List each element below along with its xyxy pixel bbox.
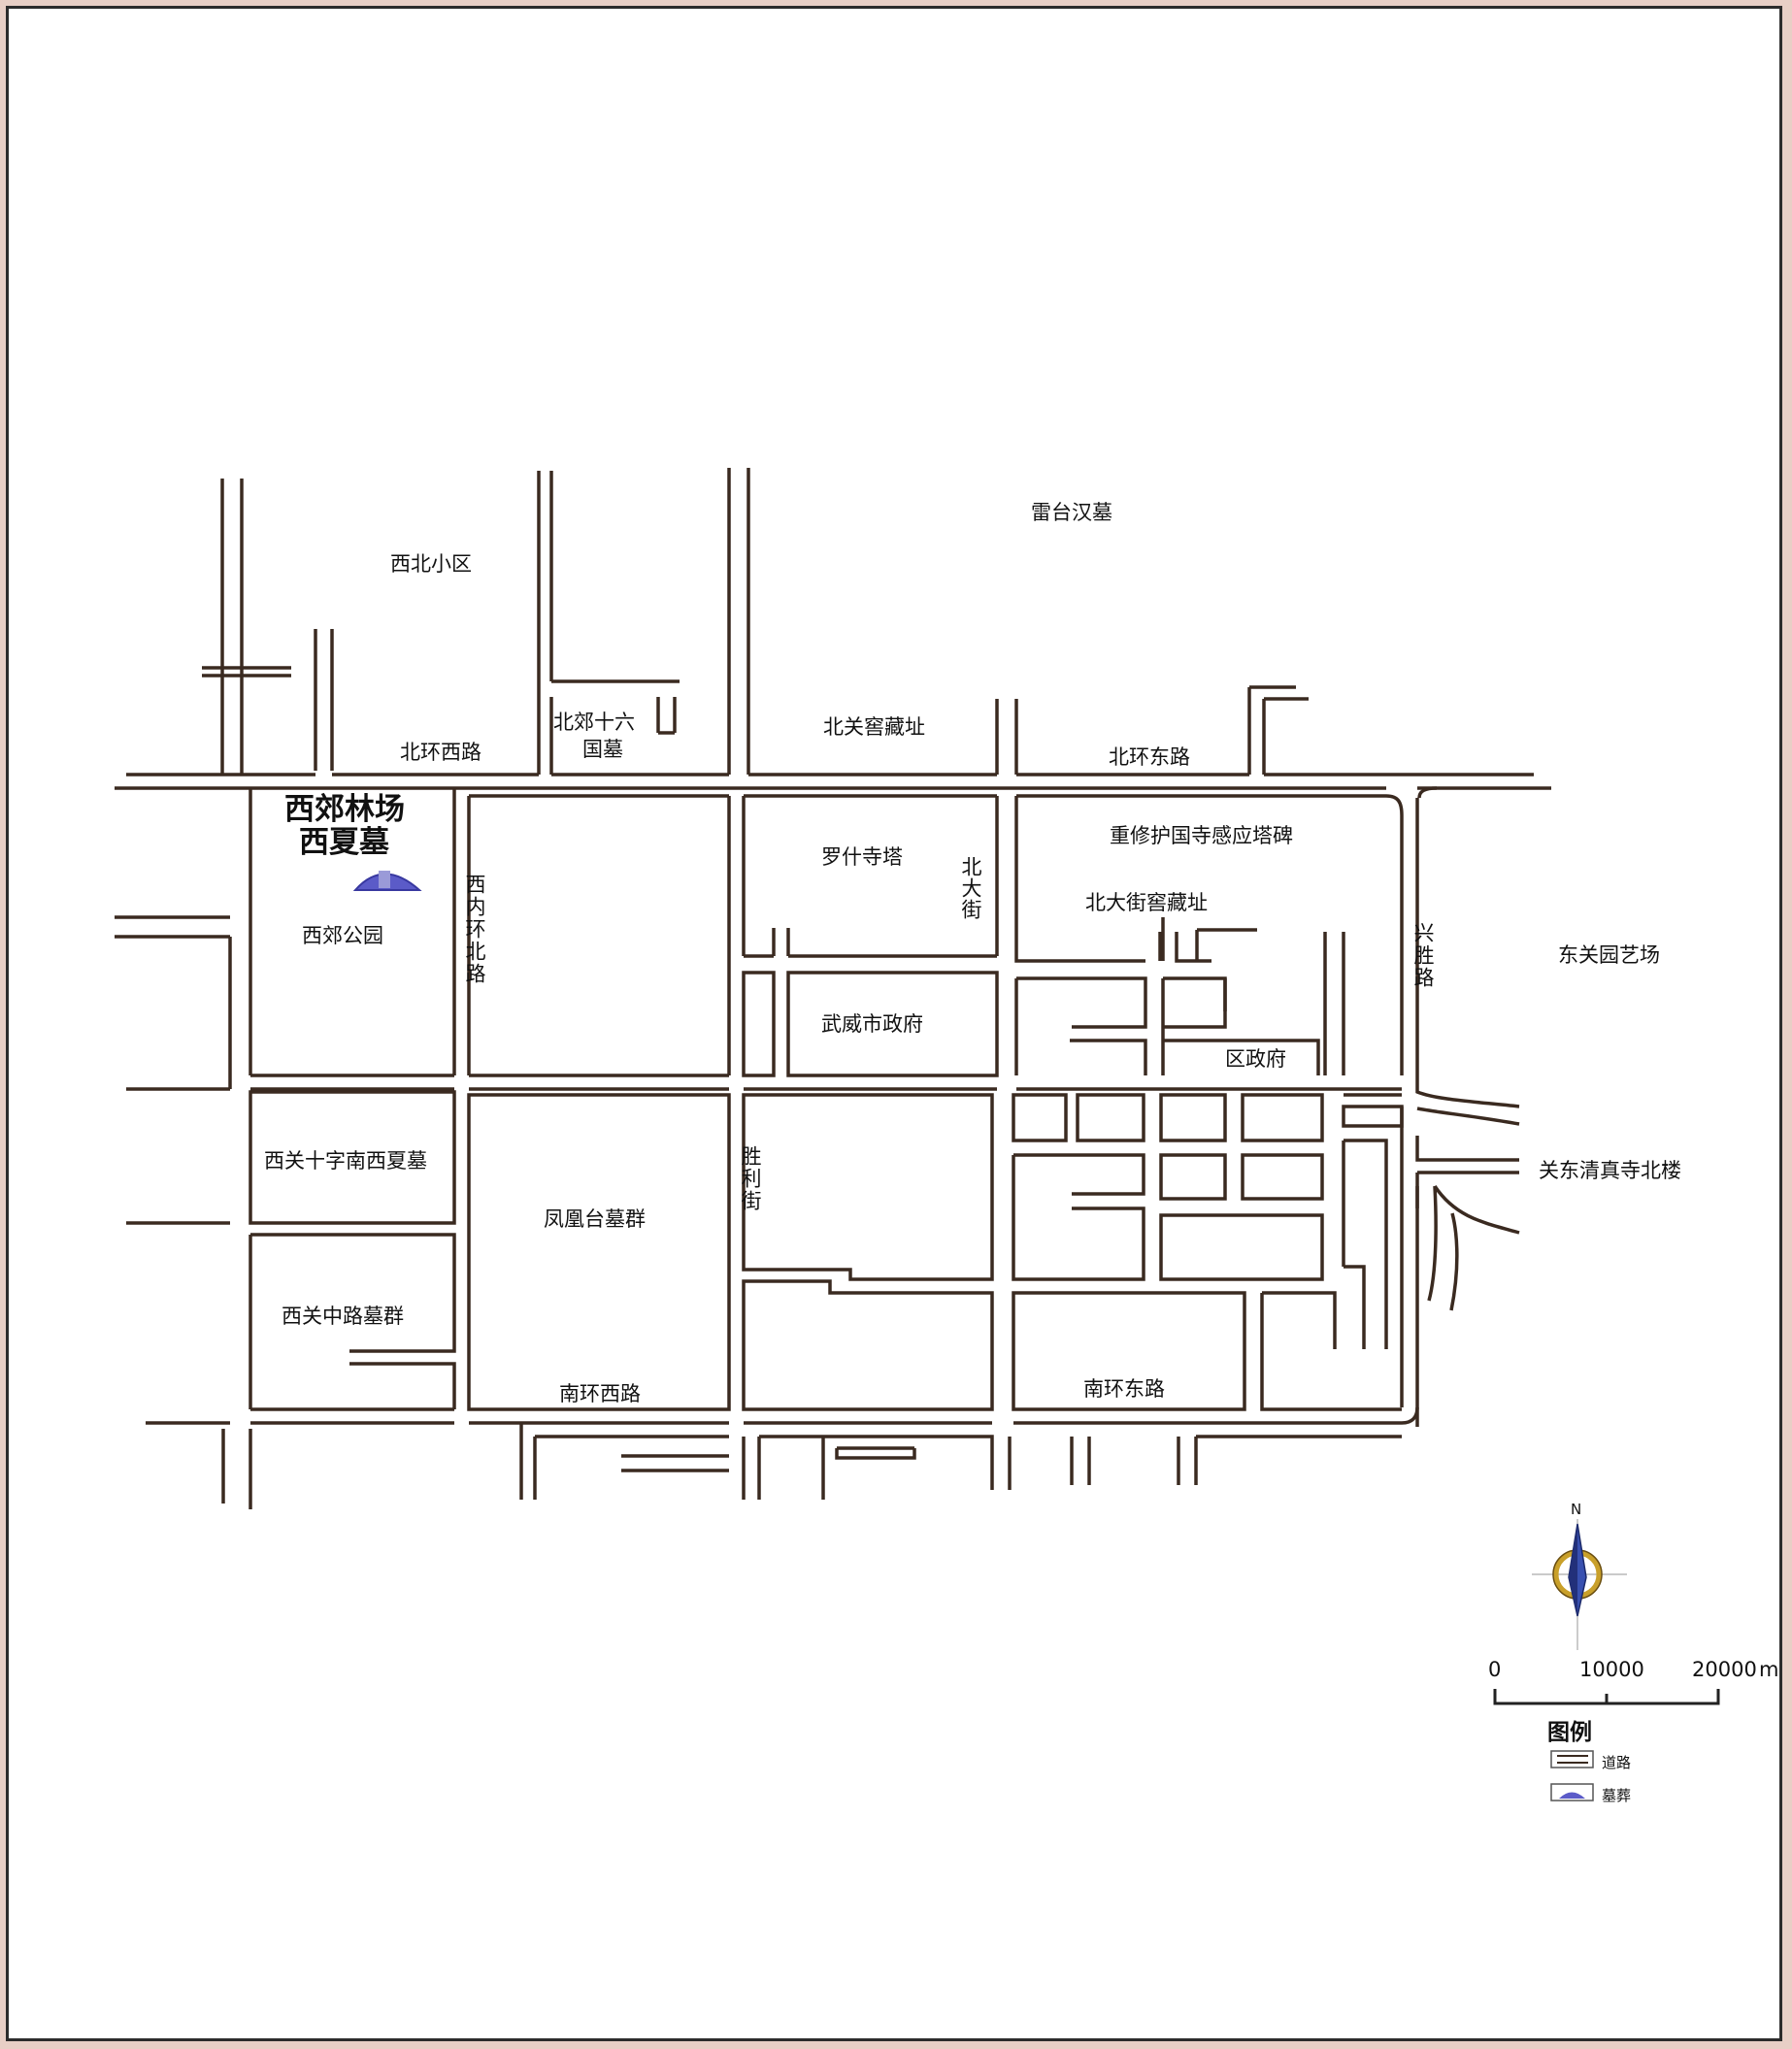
legend: 图例 道路 墓葬 [1547, 1720, 1631, 1804]
legend-tomb-label: 墓葬 [1602, 1787, 1631, 1804]
label-beijiao16: 北郊十六 [553, 711, 635, 734]
label-qu-zhengfu: 区政府 [1225, 1047, 1286, 1071]
label-chongxiu-huguosi: 重修护国寺感应塔碑 [1110, 824, 1293, 847]
tomb-icon [352, 871, 422, 891]
scale-tick-10000: 10000 [1579, 1658, 1644, 1681]
label-xingsheng-lu: 兴胜路 [1411, 922, 1435, 989]
label-leitai-hanmu: 雷台汉墓 [1031, 501, 1112, 524]
label-nanhuan-xilu: 南环西路 [559, 1382, 641, 1405]
label-fenghuangtai-muqun: 凤凰台墓群 [544, 1207, 646, 1231]
scale-tick-20000: 20000 [1692, 1658, 1757, 1681]
compass-icon: N [1532, 1501, 1627, 1650]
label-nanhuan-donglu: 南环东路 [1083, 1377, 1165, 1401]
label-xijiao-linchang: 西郊林场 [284, 792, 405, 827]
legend-road-label: 道路 [1602, 1754, 1631, 1771]
map-frame [6, 6, 1782, 2041]
roads [115, 468, 1551, 1509]
label-wuwei-shizhengfu: 武威市政府 [821, 1012, 923, 1036]
label-beidajie: 北大街 [959, 856, 982, 920]
label-beiguan-jiaocang: 北关窖藏址 [823, 715, 925, 739]
legend-road-swatch [1550, 1750, 1594, 1768]
label-beihuan-donglu: 北环东路 [1109, 745, 1190, 769]
scale-tick-0: 0 [1488, 1658, 1501, 1681]
label-xiguan-shizi-nan: 西关十字南西夏墓 [264, 1149, 427, 1173]
legend-title: 图例 [1547, 1720, 1592, 1745]
label-xibei-xiaoqu: 西北小区 [390, 552, 472, 576]
scale-bar: 0 10000 20000 m [1488, 1658, 1778, 1705]
label-beidajie-jiaocang: 北大街窖藏址 [1085, 891, 1208, 914]
label-shengli-jie: 胜利街 [739, 1145, 762, 1212]
legend-tomb-icon [1559, 1792, 1585, 1799]
label-xiguan-zhonglu-muqun: 西关中路墓群 [282, 1305, 404, 1328]
label-luoshi-si-ta: 罗什寺塔 [821, 845, 903, 869]
label-xijiao-gongyuan: 西郊公园 [302, 924, 383, 947]
label-xixia-mu: 西夏墓 [299, 825, 390, 860]
label-guandong-qingzhensi: 关东清真寺北楼 [1539, 1159, 1681, 1182]
label-guomu: 国墓 [582, 738, 623, 761]
label-beihuan-xilu: 北环西路 [400, 741, 481, 764]
compass-north-label: N [1571, 1501, 1581, 1518]
label-dongguan-yuanyichang: 东关园艺场 [1558, 943, 1660, 967]
label-xinei-huanbeilu: 西内环北路 [463, 874, 486, 985]
scale-unit: m [1759, 1658, 1778, 1681]
